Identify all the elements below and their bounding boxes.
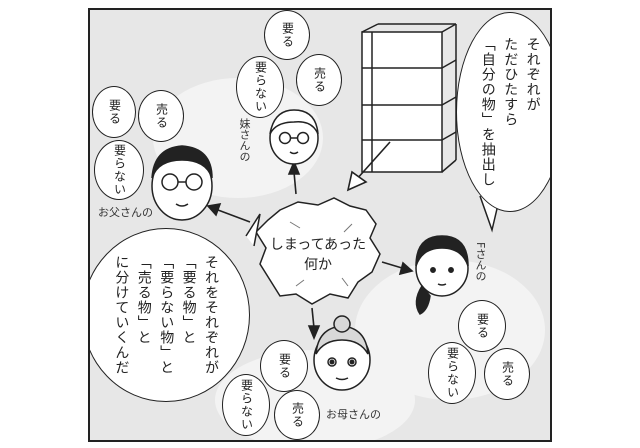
f-san-label: Fさんの	[474, 242, 487, 282]
arrow-to-sister-icon	[287, 159, 301, 195]
speech-bubble-bottom-left: それをそれぞれが 「要る物」と 「要らない物」と 「売る物」と に分けていくんだ	[90, 228, 250, 402]
father-sell-pile: 売る	[138, 90, 184, 142]
arrow-to-f-san-icon	[381, 261, 414, 276]
sister-face-icon	[269, 109, 319, 165]
arrow-to-father-icon	[206, 202, 251, 223]
comic-panel: それぞれが ただひたすら 「自分の物」を抽出し それをそれぞれが 「要る物」と …	[88, 8, 552, 442]
speech-text-bottom-left: それをそれぞれが 「要る物」と 「要らない物」と 「売る物」と に分けていくんだ	[113, 255, 219, 375]
mother-keep-pile: 要る	[260, 340, 308, 392]
f-san-sell-pile: 売る	[484, 348, 530, 400]
mystery-item-icon	[255, 197, 381, 305]
sister-keep-pile: 要る	[264, 10, 310, 60]
mother-label: お母さんの	[326, 408, 381, 421]
f-san-face-icon	[415, 235, 469, 315]
father-keep-pile: 要る	[92, 86, 136, 138]
f-san-unneeded-pile: 要らない	[428, 342, 476, 404]
father-face-icon	[151, 145, 213, 221]
speech-tail-bottom-left-icon	[245, 213, 261, 247]
mother-unneeded-pile: 要らない	[222, 374, 270, 436]
speech-bubble-top-right: それぞれが ただひたすら 「自分の物」を抽出し	[456, 12, 550, 212]
shelf-icon	[361, 23, 457, 173]
arrow-from-shelf-icon	[346, 141, 391, 192]
f-san-keep-pile: 要る	[458, 300, 506, 352]
mother-face-icon	[313, 315, 371, 391]
arrow-to-mother-icon	[307, 307, 321, 341]
mother-sell-pile: 売る	[274, 390, 320, 440]
sister-unneeded-pile: 要らない	[236, 56, 284, 118]
sister-label: 妹さんの	[238, 118, 251, 162]
father-unneeded-pile: 要らない	[94, 140, 144, 200]
father-label: お父さんの	[98, 206, 153, 219]
mystery-item-label: しまってあった 何か	[269, 237, 367, 273]
sister-sell-pile: 売る	[296, 54, 342, 106]
speech-text-top-right: それぞれが ただひたすら 「自分の物」を抽出し	[479, 37, 541, 187]
